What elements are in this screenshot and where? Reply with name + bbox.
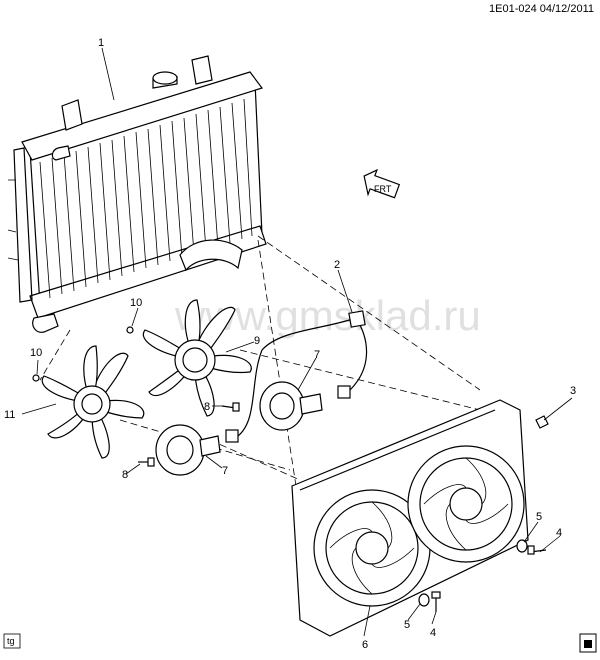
callout-2: 2	[334, 259, 340, 271]
callout-leaders	[21, 47, 573, 637]
bolt-8-lower	[138, 457, 155, 467]
fan-blade-11	[41, 345, 145, 459]
callout-5: 5	[404, 619, 410, 631]
radiator	[7, 55, 267, 333]
callout-10: 10	[130, 297, 142, 309]
frt-label: FRT	[374, 184, 392, 194]
callout-8: 8	[122, 469, 128, 481]
callout-9: 9	[254, 335, 260, 347]
callout-11: 11	[4, 409, 15, 421]
wiring-harness	[225, 310, 368, 443]
bolt-10-upper	[126, 326, 134, 334]
fan-motor-upper	[259, 381, 323, 431]
grommet-5-right	[516, 539, 528, 553]
fan-shroud	[291, 399, 529, 637]
callout-1: 1	[98, 37, 104, 49]
callout-8: 8	[204, 401, 210, 413]
callout-4: 4	[430, 627, 436, 639]
callout-5: 5	[536, 511, 542, 523]
corner-tag: tg	[3, 633, 21, 649]
callout-7: 7	[314, 349, 320, 361]
document-icon	[579, 633, 597, 653]
callout-10: 10	[30, 347, 42, 359]
callout-6: 6	[362, 639, 368, 651]
bolt-4-bottom	[431, 591, 441, 612]
bolt-4-right	[527, 545, 547, 555]
diagram-header-code: 1E01-024 04/12/2011	[489, 3, 594, 15]
corner-tag-text: tg	[7, 636, 15, 646]
grommet-5-bottom	[418, 593, 430, 607]
callout-4: 4	[556, 527, 562, 539]
callout-3: 3	[570, 385, 576, 397]
bolt-8-upper	[221, 402, 240, 412]
fan-blade-9	[142, 299, 252, 417]
bolt-10-lower	[32, 374, 40, 382]
fan-motor-lower	[155, 424, 221, 476]
callout-7: 7	[222, 465, 228, 477]
front-direction-arrow: FRT	[363, 168, 401, 199]
